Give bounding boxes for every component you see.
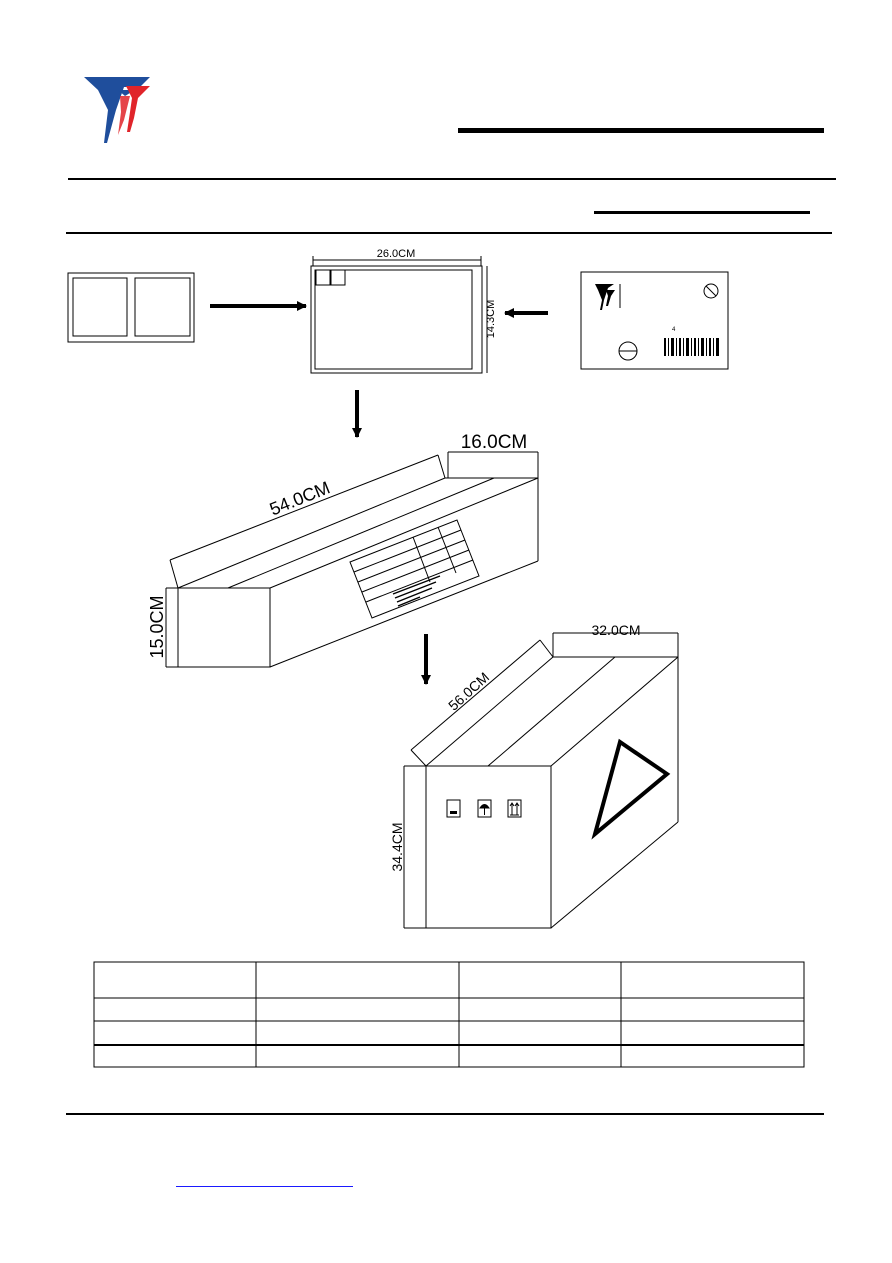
inner-box-label-print xyxy=(392,575,441,607)
warning-triangle-icon xyxy=(591,738,671,840)
tray-drawing xyxy=(310,256,488,374)
component-drawing xyxy=(67,272,195,343)
tray-label-drawing: 4 xyxy=(580,271,729,370)
fragile-icon xyxy=(446,799,461,818)
footer-website-link[interactable] xyxy=(176,1186,353,1187)
footer-rule xyxy=(66,1113,824,1115)
inner-box-width-label: 16.0CM xyxy=(461,432,528,453)
outer-carton-drawing xyxy=(403,632,679,929)
umbrella-icon xyxy=(477,799,492,818)
svg-text:4: 4 xyxy=(672,327,676,333)
header-subtitle-rule xyxy=(594,211,810,214)
inner-box-drawing xyxy=(165,451,539,668)
tray-width-label: 26.0CM xyxy=(377,248,416,260)
outer-carton-length-label: 56.0CM xyxy=(445,669,492,714)
this-side-up-icon xyxy=(507,799,522,818)
outer-carton-width-label: 32.0CM xyxy=(591,622,640,638)
header-top-rule xyxy=(68,178,836,180)
outer-carton-height-label: 34.4CM xyxy=(389,822,405,871)
barcode-icon xyxy=(664,338,719,356)
inner-box-height-label: 15.0CM xyxy=(147,595,167,658)
header-title-rule xyxy=(458,128,824,133)
packing-table xyxy=(93,961,805,1068)
inner-box-length-label: 54.0CM xyxy=(267,477,333,519)
company-logo xyxy=(84,77,150,143)
tray-height-label: 14.3CM xyxy=(485,300,497,339)
header-bottom-rule xyxy=(66,232,832,234)
